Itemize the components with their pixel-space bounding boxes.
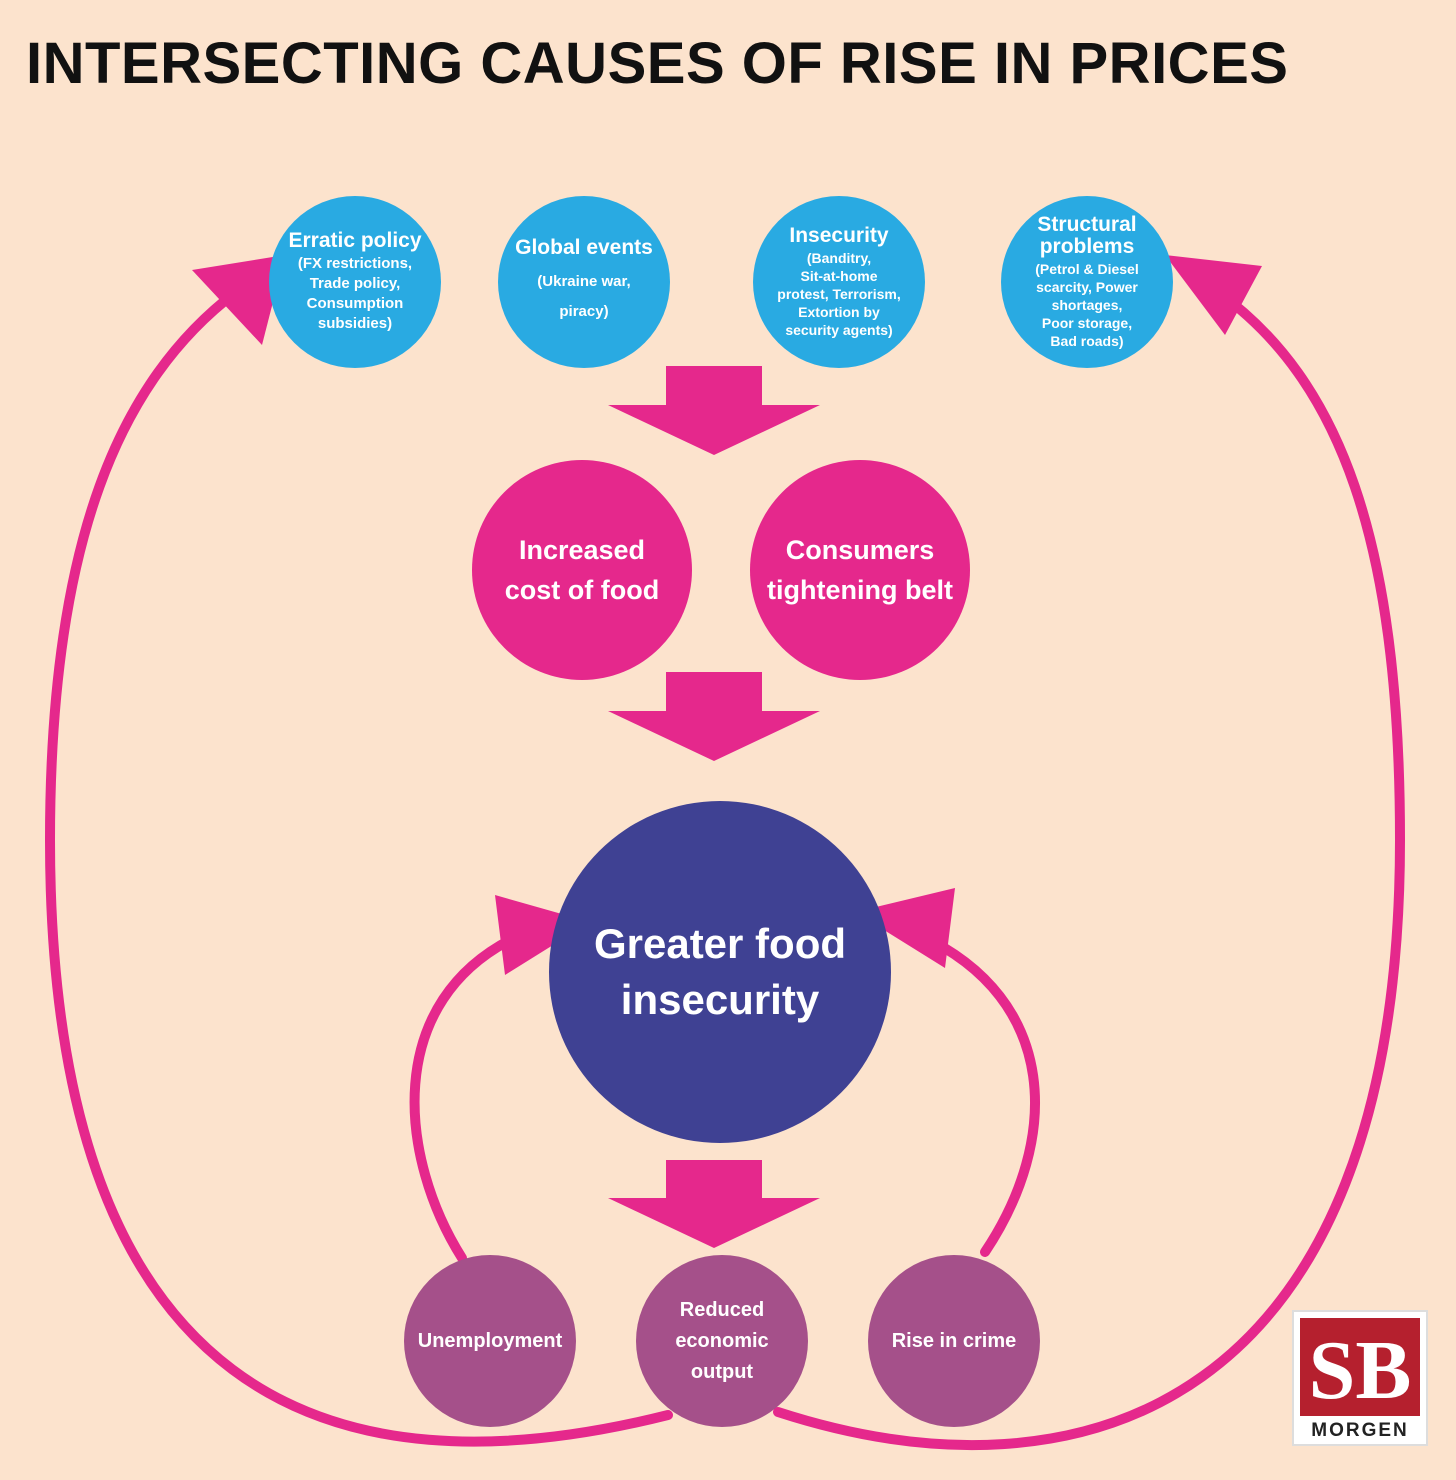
cause-erratic-policy: Erratic policy (FX restrictions, Trade p… xyxy=(269,196,441,368)
feedback-loop-left xyxy=(44,287,673,1447)
sb-monogram-icon: SB xyxy=(1309,1324,1412,1417)
arrowhead-erratic-policy xyxy=(192,255,285,345)
cause-insecurity: Insecurity (Banditry, Sit-at-home protes… xyxy=(753,196,925,368)
cause-structural-problems: Structural problems (Petrol & Diesel sca… xyxy=(1001,196,1173,368)
effect-increased-cost-of-food: Increased cost of food xyxy=(472,460,692,680)
arrowhead-center-right xyxy=(855,888,955,968)
page-title: INTERSECTING CAUSES OF RISE IN PRICES xyxy=(26,31,1289,96)
logo-wordmark: MORGEN xyxy=(1311,1420,1409,1441)
loop-unemployment-to-center xyxy=(409,930,525,1263)
arrowhead-structural-problems xyxy=(1165,255,1262,335)
feedback-loop-right xyxy=(773,287,1406,1450)
outcome-reduced-economic-output: Reduced economic output xyxy=(636,1255,808,1427)
down-arrow-center-to-outcomes xyxy=(608,1160,820,1248)
svg-text:SB: SB xyxy=(1309,1324,1412,1416)
outcome-rise-in-crime: Rise in crime xyxy=(868,1255,1040,1427)
arrowhead-center-left xyxy=(495,895,590,975)
down-arrow-effects-to-center xyxy=(608,672,820,761)
logo-monogram-mark: SB xyxy=(1300,1318,1420,1417)
cause-global-events: Global events (Ukraine war, piracy) xyxy=(498,196,670,368)
center-greater-food-insecurity: Greater food insecurity xyxy=(549,801,891,1143)
loop-crime-to-center xyxy=(915,930,1040,1257)
effect-consumers-tightening-belt: Consumers tightening belt xyxy=(750,460,970,680)
outcome-unemployment: Unemployment xyxy=(404,1255,576,1427)
sb-morgen-logo: SB MORGEN xyxy=(1292,1310,1428,1446)
down-arrow-causes-to-effects xyxy=(608,366,820,455)
